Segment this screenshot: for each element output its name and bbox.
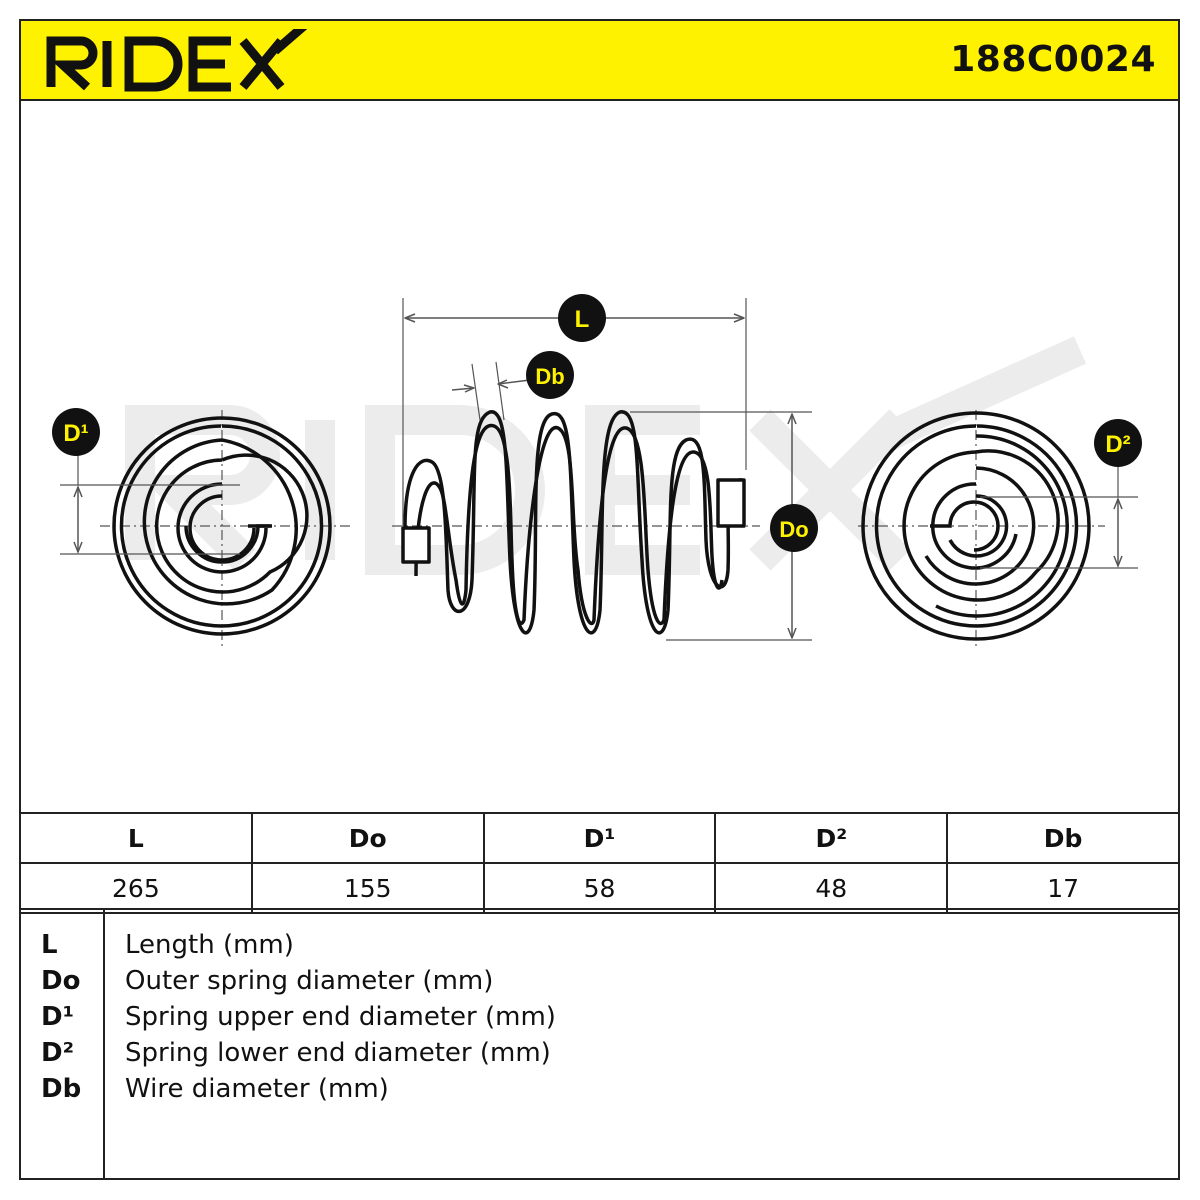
value-lower-end-diameter: 48	[714, 862, 949, 914]
legend-item: D² Spring lower end diameter (mm)	[21, 1038, 1178, 1074]
header-outer-diameter: Do	[250, 812, 485, 864]
legend-item: L Length (mm)	[21, 930, 1178, 966]
legend-description: Length (mm)	[125, 930, 294, 960]
legend-symbol: Db	[41, 1074, 82, 1104]
do-label: Do	[779, 517, 808, 542]
legend-divider	[103, 910, 105, 1178]
specs-value-row: 265 155 58 48 17	[19, 862, 1180, 914]
lower-end-view	[858, 410, 1138, 648]
d1-label: D¹	[63, 420, 88, 447]
legend-symbol: L	[41, 930, 58, 960]
legend-symbol: Do	[41, 966, 81, 996]
legend-description: Spring lower end diameter (mm)	[125, 1038, 551, 1068]
value-upper-end-diameter: 58	[482, 862, 717, 914]
legend-symbol: D¹	[41, 1002, 74, 1032]
header-lower-end-diameter: D²	[714, 812, 949, 864]
db-label: Db	[535, 364, 564, 389]
header-wire-diameter: Db	[946, 812, 1180, 864]
ridex-logo	[46, 29, 308, 92]
legend-description: Spring upper end diameter (mm)	[125, 1002, 556, 1032]
l-badge	[558, 294, 606, 342]
l-label: L	[575, 306, 590, 333]
upper-end-view	[60, 410, 350, 648]
d1-badge	[52, 408, 100, 456]
legend-description: Outer spring diameter (mm)	[125, 966, 494, 996]
legend-description: Wire diameter (mm)	[125, 1074, 389, 1104]
do-badge	[770, 504, 818, 552]
value-wire-diameter: 17	[946, 862, 1180, 914]
header-bar: 188C0024	[19, 19, 1180, 101]
part-number: 188C0024	[950, 39, 1156, 80]
value-outer-diameter: 155	[250, 862, 485, 914]
spring-drawing: D¹ L Db Do	[52, 294, 1142, 648]
legend-item: Do Outer spring diameter (mm)	[21, 966, 1178, 1002]
specs-header-row: L Do D¹ D² Db	[19, 812, 1180, 864]
legend-item: D¹ Spring upper end diameter (mm)	[21, 1002, 1178, 1038]
header-length: L	[19, 812, 253, 864]
legend-item: Db Wire diameter (mm)	[21, 1074, 1178, 1110]
header-upper-end-diameter: D¹	[482, 812, 717, 864]
value-length: 265	[19, 862, 253, 914]
legend-symbol: D²	[41, 1038, 74, 1068]
legend-box: L Length (mm) Do Outer spring diameter (…	[19, 908, 1180, 1180]
db-badge	[526, 351, 574, 399]
d2-label: D²	[1105, 431, 1130, 458]
spring-side-view	[392, 298, 812, 641]
d2-badge	[1094, 419, 1142, 467]
specs-table: L Do D¹ D² Db 265 155 58 48 17	[19, 812, 1180, 914]
